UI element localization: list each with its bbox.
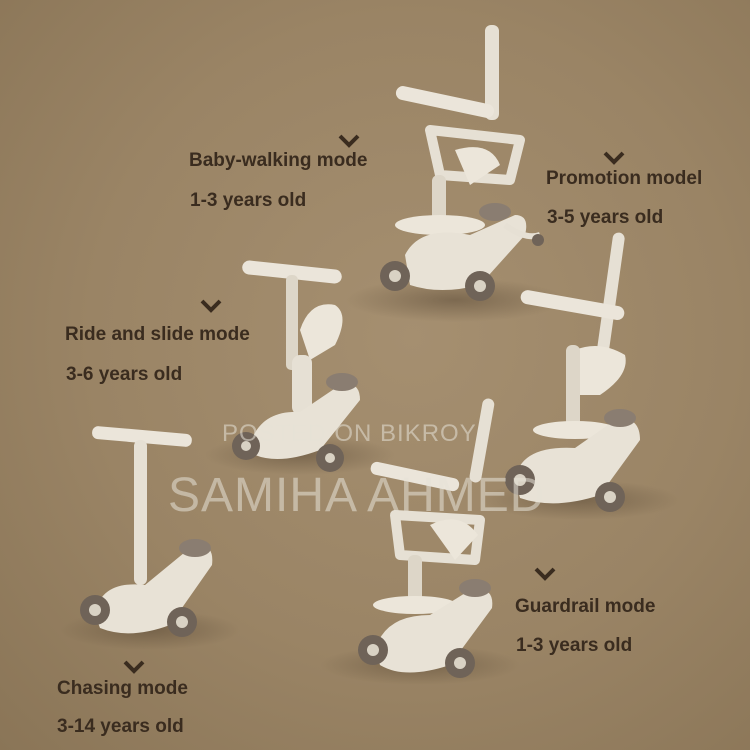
age-label: 3-6 years old <box>66 364 183 385</box>
chevron-down-icon <box>123 660 145 674</box>
scooter-guardrail <box>320 398 520 685</box>
scooter-promotion <box>480 232 680 520</box>
chevron-down-icon <box>534 567 556 581</box>
watermark-line-2: SAMIHA AHMED <box>168 469 546 522</box>
mode-label: Chasing mode <box>57 678 188 699</box>
scooter-baby-walking <box>345 25 565 322</box>
age-label: 3-14 years old <box>57 716 184 737</box>
age-label: 1-3 years old <box>190 190 307 211</box>
chevron-down-icon <box>338 134 360 148</box>
watermark-line-1: POSTED ON BIKROY <box>222 420 477 447</box>
mode-label: Promotion model <box>546 168 703 189</box>
mode-label: Baby-walking mode <box>189 150 368 171</box>
chevron-down-icon <box>200 299 222 313</box>
mode-label: Ride and slide mode <box>65 324 250 345</box>
chevron-down-icon <box>603 151 625 165</box>
mode-label: Guardrail mode <box>515 596 656 617</box>
scooter-chasing <box>60 426 240 650</box>
age-label: 1-3 years old <box>516 635 633 656</box>
scooter-ride-and-slide <box>205 260 395 475</box>
age-label: 3-5 years old <box>547 207 664 228</box>
